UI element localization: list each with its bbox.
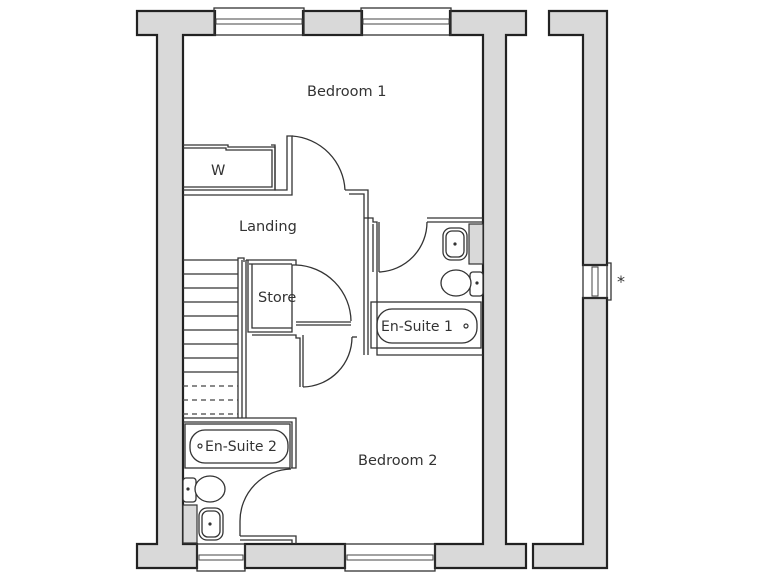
- wall-right: [433, 9, 528, 570]
- windows: [196, 7, 612, 572]
- window-bottom-left: [196, 543, 246, 572]
- label-bedroom2: Bedroom 2: [358, 453, 437, 469]
- wall-bottom-middle-pier: [243, 542, 347, 570]
- wall-neighbour-lower: [531, 296, 609, 570]
- internal-walls: [183, 135, 483, 544]
- window-side: [582, 262, 612, 301]
- room-labels: Bedroom 1 W Landing Store En-Suite 1 En-…: [205, 84, 625, 469]
- door-swing-store: [295, 264, 352, 322]
- fixtures-ensuite1: [370, 223, 484, 349]
- wardrobe-outline: [183, 144, 276, 191]
- wall-neighbour: [547, 9, 609, 267]
- label-landing: Landing: [239, 219, 297, 235]
- toilet-ensuite1: [440, 269, 472, 297]
- window-top-left: [213, 7, 305, 36]
- fixtures-ensuite2: [182, 423, 291, 544]
- staircase: [183, 257, 245, 418]
- door-swing-bedroom2: [302, 336, 353, 388]
- bath-ensuite2: [189, 429, 289, 464]
- window-top-right: [360, 7, 452, 36]
- bath-ensuite1: [376, 308, 478, 344]
- label-bedroom1: Bedroom 1: [307, 84, 386, 100]
- toilet-ensuite2: [194, 475, 226, 503]
- window-bottom-right: [344, 543, 436, 572]
- label-ensuite1: En-Suite 1: [381, 319, 453, 335]
- door-swing-ensuite2: [239, 468, 292, 522]
- external-walls: [135, 9, 609, 570]
- label-store: Store: [258, 290, 296, 306]
- door-swing-ensuite1: [378, 221, 428, 273]
- asterisk-annotation: *: [617, 272, 625, 291]
- door-swing-bedroom1: [291, 135, 346, 191]
- wall-top-middle-pier: [301, 9, 364, 37]
- label-wardrobe: W: [211, 163, 225, 179]
- label-ensuite2: En-Suite 2: [205, 439, 277, 455]
